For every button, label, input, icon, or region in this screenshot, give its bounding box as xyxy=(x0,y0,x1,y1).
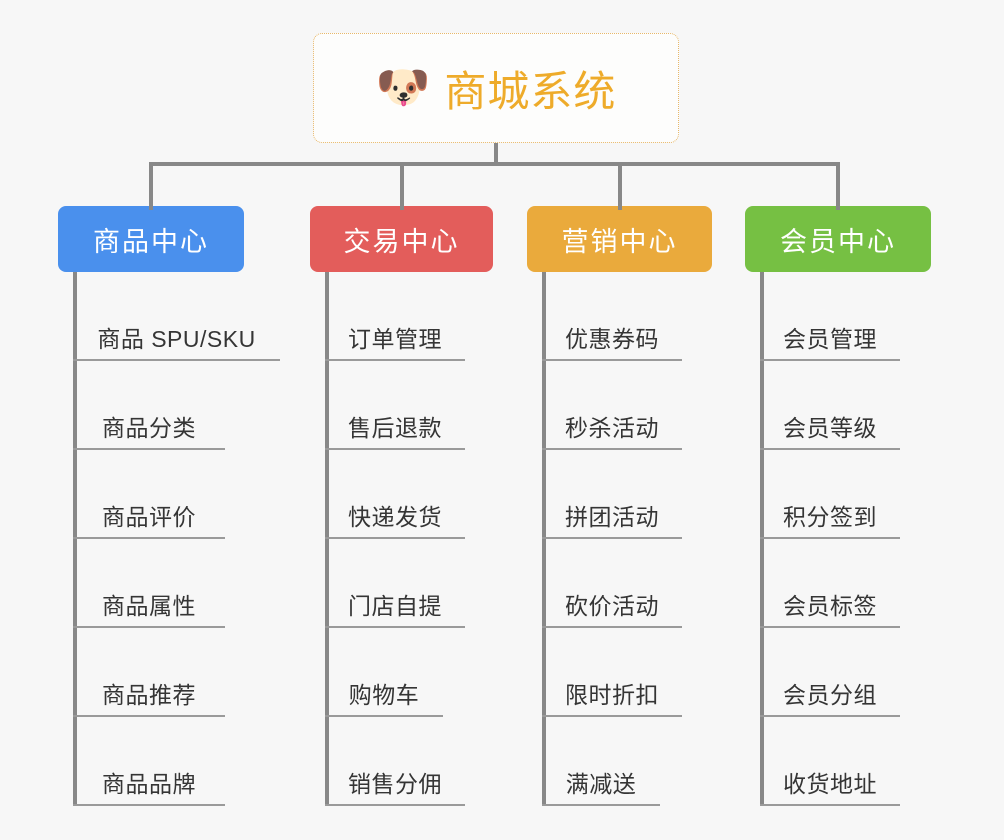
branch-header-product-center[interactable]: 商品中心 xyxy=(58,206,244,272)
list-item-rule xyxy=(542,448,682,450)
list-item-label: 商品分类 xyxy=(102,415,196,441)
branch-column-product-center: 商品中心商品 SPU/SKU 商品分类商品评价商品属性商品推荐商品品牌 xyxy=(58,206,280,806)
list-item-rule xyxy=(73,804,225,806)
list-item[interactable]: 商品评价 xyxy=(73,450,225,539)
branch-trunk-marketing-center xyxy=(542,272,546,806)
list-item-rule xyxy=(73,359,280,361)
list-item[interactable]: 会员管理 xyxy=(760,272,900,361)
root-node[interactable]: 🐶 商城系统 xyxy=(313,33,679,143)
list-item-rule xyxy=(73,448,225,450)
list-item-rule xyxy=(325,626,465,628)
branch-items-product-center: 商品 SPU/SKU 商品分类商品评价商品属性商品推荐商品品牌 xyxy=(73,272,280,806)
list-item-label: 商品评价 xyxy=(102,504,196,530)
branch-header-member-center[interactable]: 会员中心 xyxy=(745,206,931,272)
list-item[interactable]: 销售分佣 xyxy=(325,717,465,806)
list-item-label: 收货地址 xyxy=(783,771,877,797)
list-item-label: 商品推荐 xyxy=(102,682,196,708)
list-item[interactable]: 售后退款 xyxy=(325,361,465,450)
list-item[interactable]: 满减送 xyxy=(542,717,660,806)
list-item[interactable]: 快递发货 xyxy=(325,450,465,539)
branch-column-member-center: 会员中心会员管理会员等级积分签到会员标签会员分组收货地址 xyxy=(745,206,931,806)
branch-items-marketing-center: 优惠券码秒杀活动拼团活动砍价活动限时折扣满减送 xyxy=(542,272,682,806)
list-item-label: 销售分佣 xyxy=(348,771,442,797)
branch-column-trade-center: 交易中心订单管理售后退款快递发货门店自提购物车销售分佣 xyxy=(310,206,493,806)
list-item-label: 商品 SPU/SKU xyxy=(97,326,256,352)
list-item-rule xyxy=(73,715,225,717)
branch-items-member-center: 会员管理会员等级积分签到会员标签会员分组收货地址 xyxy=(760,272,900,806)
list-item[interactable]: 门店自提 xyxy=(325,539,465,628)
shiba-dog-face-icon: 🐶 xyxy=(375,63,431,112)
list-item-rule xyxy=(760,626,900,628)
list-item[interactable]: 秒杀活动 xyxy=(542,361,682,450)
list-item-rule xyxy=(760,537,900,539)
list-item-rule xyxy=(73,537,225,539)
connector-drop-trade-center xyxy=(400,162,404,210)
list-item-label: 门店自提 xyxy=(348,593,442,619)
branch-trunk-product-center xyxy=(73,272,77,806)
branch-trunk-trade-center xyxy=(325,272,329,806)
list-item-rule xyxy=(760,804,900,806)
list-item[interactable]: 收货地址 xyxy=(760,717,900,806)
list-item[interactable]: 商品 SPU/SKU xyxy=(73,272,280,361)
list-item-label: 快递发货 xyxy=(348,504,442,530)
list-item-label: 优惠券码 xyxy=(565,326,659,352)
branch-column-marketing-center: 营销中心优惠券码秒杀活动拼团活动砍价活动限时折扣满减送 xyxy=(527,206,712,806)
list-item-label: 会员标签 xyxy=(783,593,877,619)
list-item[interactable]: 订单管理 xyxy=(325,272,465,361)
list-item-rule xyxy=(325,448,465,450)
list-item-rule xyxy=(73,626,225,628)
list-item-rule xyxy=(325,715,443,717)
connector-drop-marketing-center xyxy=(618,162,622,210)
list-item[interactable]: 限时折扣 xyxy=(542,628,682,717)
branch-header-marketing-center[interactable]: 营销中心 xyxy=(527,206,712,272)
list-item[interactable]: 商品品牌 xyxy=(73,717,225,806)
list-item-label: 积分签到 xyxy=(783,504,877,530)
list-item-label: 会员管理 xyxy=(783,326,877,352)
list-item-label: 拼团活动 xyxy=(565,504,659,530)
list-item[interactable]: 拼团活动 xyxy=(542,450,682,539)
list-item[interactable]: 积分签到 xyxy=(760,450,900,539)
list-item-label: 秒杀活动 xyxy=(565,415,659,441)
connector-drop-member-center xyxy=(836,162,840,210)
branch-header-trade-center[interactable]: 交易中心 xyxy=(310,206,493,272)
list-item-label: 订单管理 xyxy=(348,326,442,352)
connector-drop-product-center xyxy=(149,162,153,210)
list-item-rule xyxy=(542,715,682,717)
list-item-rule xyxy=(542,359,682,361)
list-item[interactable]: 会员等级 xyxy=(760,361,900,450)
list-item-label: 满减送 xyxy=(565,771,637,797)
list-item-rule xyxy=(325,804,465,806)
branch-items-trade-center: 订单管理售后退款快递发货门店自提购物车销售分佣 xyxy=(325,272,465,806)
list-item-rule xyxy=(760,359,900,361)
list-item-label: 会员分组 xyxy=(783,682,877,708)
list-item-rule xyxy=(325,359,465,361)
list-item[interactable]: 砍价活动 xyxy=(542,539,682,628)
connector-horizontal-bus xyxy=(150,162,840,166)
list-item-rule xyxy=(760,715,900,717)
list-item[interactable]: 会员分组 xyxy=(760,628,900,717)
list-item[interactable]: 商品推荐 xyxy=(73,628,225,717)
branch-trunk-member-center xyxy=(760,272,764,806)
list-item-label: 商品属性 xyxy=(102,593,196,619)
list-item-rule xyxy=(760,448,900,450)
list-item[interactable]: 购物车 xyxy=(325,628,443,717)
list-item-rule xyxy=(542,626,682,628)
root-title: 商城系统 xyxy=(444,67,617,115)
list-item[interactable]: 会员标签 xyxy=(760,539,900,628)
connector-root-stem xyxy=(494,143,498,165)
list-item[interactable]: 商品属性 xyxy=(73,539,225,628)
list-item[interactable]: 优惠券码 xyxy=(542,272,682,361)
list-item-label: 砍价活动 xyxy=(565,593,659,619)
list-item-label: 限时折扣 xyxy=(565,682,659,708)
list-item[interactable]: 商品分类 xyxy=(73,361,225,450)
list-item-rule xyxy=(325,537,465,539)
list-item-label: 商品品牌 xyxy=(102,771,196,797)
list-item-label: 售后退款 xyxy=(348,415,442,441)
list-item-label: 会员等级 xyxy=(783,415,877,441)
list-item-rule xyxy=(542,804,660,806)
list-item-rule xyxy=(542,537,682,539)
list-item-label: 购物车 xyxy=(348,682,420,708)
